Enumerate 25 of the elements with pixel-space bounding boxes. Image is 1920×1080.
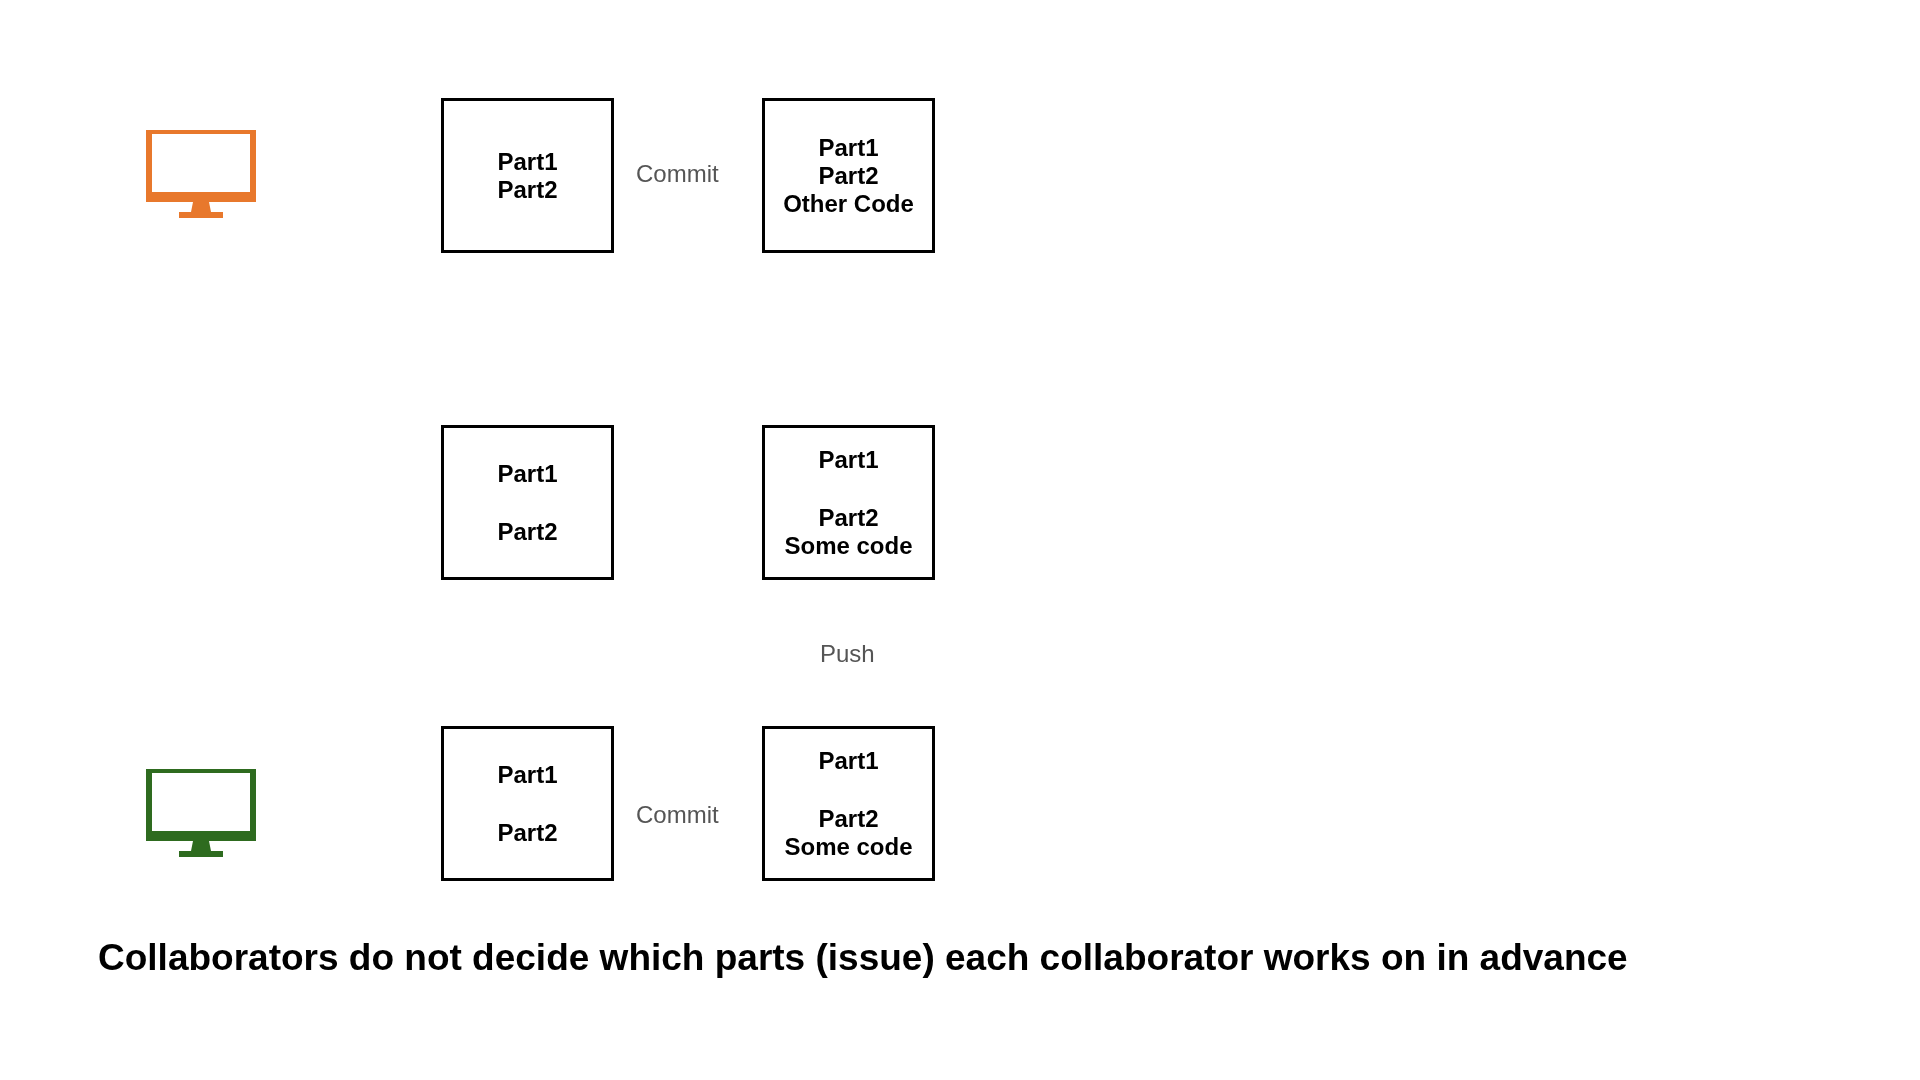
code-box [762, 425, 935, 580]
code-part-text: Part2 [818, 804, 879, 833]
code-part-text: Part2 [497, 517, 558, 546]
code-part-text: Part2 [497, 818, 558, 847]
action-label: Commit [636, 801, 719, 829]
code-part-text: Some code [784, 531, 913, 560]
code-box [441, 726, 614, 881]
code-part-text: Part1 [497, 760, 558, 789]
code-part-text: Part1 [497, 459, 558, 488]
code-box [762, 98, 935, 253]
code-box [441, 98, 614, 253]
code-part-text: Part1 [818, 445, 879, 474]
action-label: Push [820, 640, 875, 668]
code-part-text: Some code [784, 832, 913, 861]
code-box [762, 726, 935, 881]
caption: Collaborators do not decide which parts (issue) each collaborator works on in advance [98, 937, 1628, 979]
code-part-text: Part2 [497, 175, 558, 204]
action-label: Commit [636, 160, 719, 188]
code-part-text: Part2 [818, 503, 879, 532]
code-box [441, 425, 614, 580]
code-part-text: Part2 [818, 161, 879, 190]
code-part-text: Part1 [818, 133, 879, 162]
code-part-text: Part1 [818, 746, 879, 775]
code-part-text: Part1 [497, 147, 558, 176]
code-part-text: Other Code [783, 189, 914, 218]
